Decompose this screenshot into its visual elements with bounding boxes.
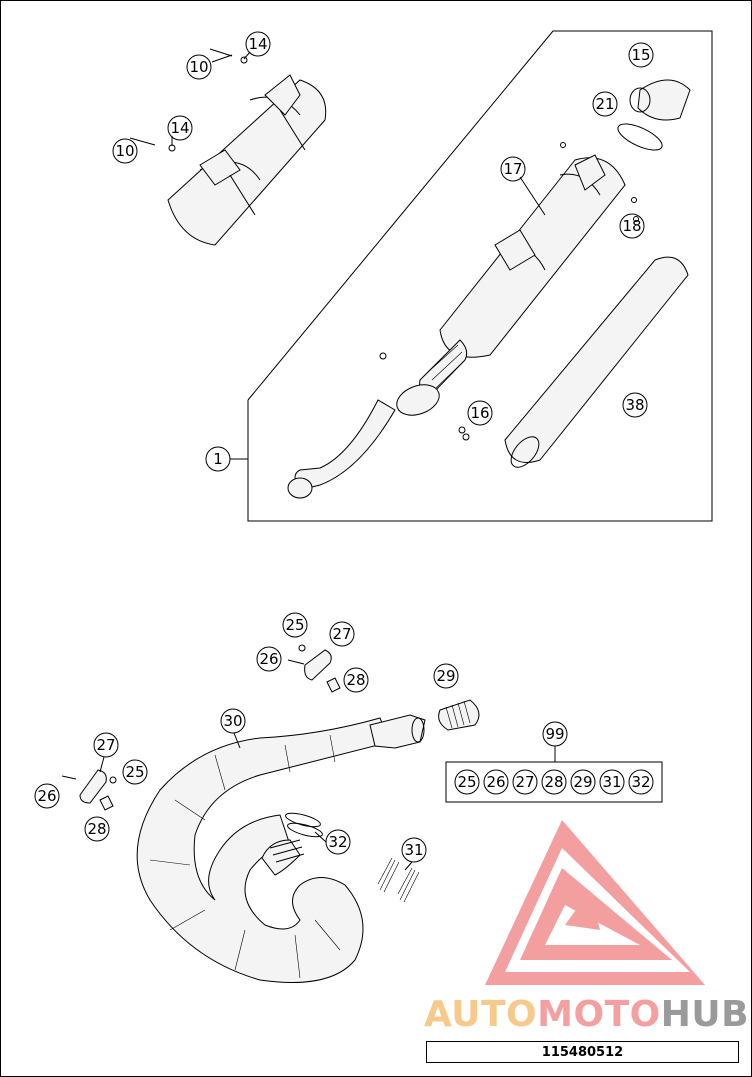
svg-text:25: 25 — [125, 763, 144, 781]
watermark-wordmark: AUTOMOTOHUB — [424, 994, 749, 1035]
callout-17: 17 — [500, 156, 546, 216]
svg-text:15: 15 — [631, 46, 650, 64]
svg-text:28: 28 — [87, 820, 106, 838]
svg-text:99: 99 — [545, 725, 564, 743]
callout-15: 15 — [628, 42, 654, 68]
kit-callout-29: 29 — [570, 769, 596, 795]
callout-26-top: 26 — [256, 646, 282, 672]
svg-text:10: 10 — [115, 142, 134, 160]
svg-text:31: 31 — [602, 773, 621, 791]
svg-text:14: 14 — [170, 119, 189, 137]
svg-text:14: 14 — [248, 35, 267, 53]
svg-text:18: 18 — [622, 217, 641, 235]
callout-18: 18 — [619, 213, 645, 239]
svg-text:26: 26 — [259, 650, 278, 668]
mount-bracket-top — [287, 644, 341, 693]
callout-28-left: 28 — [84, 816, 110, 842]
callout-10-top: 10 — [186, 54, 233, 80]
svg-text:21: 21 — [595, 95, 614, 113]
svg-text:28: 28 — [544, 773, 563, 791]
callout-14-top: 14 — [243, 31, 271, 60]
svg-text:10: 10 — [189, 58, 208, 76]
svg-text:1: 1 — [213, 450, 223, 468]
callout-99: 99 — [542, 721, 568, 747]
callout-27-top: 27 — [329, 621, 355, 647]
sleeve-29 — [438, 699, 480, 731]
svg-text:27: 27 — [515, 773, 534, 791]
svg-text:29: 29 — [436, 667, 455, 685]
svg-text:30: 30 — [223, 712, 242, 730]
callout-25-top: 25 — [282, 612, 308, 638]
callout-16: 16 — [467, 400, 493, 426]
svg-text:16: 16 — [470, 404, 489, 422]
callout-21: 21 — [592, 91, 618, 117]
svg-text:29: 29 — [573, 773, 592, 791]
mount-bracket-left — [61, 769, 117, 811]
svg-text:31: 31 — [404, 841, 423, 859]
callout-14-bottom: 14 — [167, 115, 193, 146]
callout-28-top: 28 — [343, 667, 369, 693]
callout-27-left: 27 — [93, 732, 119, 773]
callout-31: 31 — [401, 837, 427, 871]
watermark-logo — [485, 820, 705, 985]
kit-callout-26: 26 — [483, 769, 509, 795]
kit-callout-27: 27 — [512, 769, 538, 795]
callout-1: 1 — [205, 446, 248, 472]
callouts: 1 10 14 10 14 15 21 17 18 38 16 25 27 26… — [34, 31, 654, 871]
reference-number-box: 115480512 — [426, 1041, 739, 1063]
callout-38: 38 — [622, 392, 648, 418]
kit-callout-25: 25 — [454, 769, 480, 795]
svg-text:32: 32 — [328, 833, 347, 851]
kit-callout-32: 32 — [628, 769, 654, 795]
svg-text:27: 27 — [96, 736, 115, 754]
svg-text:38: 38 — [625, 396, 644, 414]
springs-31 — [377, 857, 420, 903]
callout-26-left: 26 — [34, 783, 60, 809]
svg-text:26: 26 — [486, 773, 505, 791]
o-rings-32 — [285, 812, 323, 838]
silencer-mount-inset — [129, 48, 327, 246]
callout-30: 30 — [220, 708, 246, 749]
svg-text:17: 17 — [503, 160, 522, 178]
callout-32: 32 — [314, 829, 351, 855]
kit-callout-31: 31 — [599, 769, 625, 795]
watermark-auto: AUTO — [424, 994, 538, 1035]
svg-text:28: 28 — [346, 671, 365, 689]
kit-box — [445, 746, 663, 803]
reference-number: 115480512 — [541, 1044, 624, 1060]
svg-text:27: 27 — [332, 625, 351, 643]
watermark-moto: MOTO — [537, 994, 661, 1035]
svg-text:25: 25 — [457, 773, 476, 791]
kit-callout-28: 28 — [541, 769, 567, 795]
svg-text:32: 32 — [631, 773, 650, 791]
svg-text:26: 26 — [37, 787, 56, 805]
exhaust-pipe-group — [136, 714, 426, 983]
watermark-hub: HUB — [660, 994, 750, 1035]
silencer-assembly-group — [247, 30, 713, 522]
callout-25-left: 25 — [122, 759, 148, 785]
callout-10-bottom: 10 — [112, 138, 138, 164]
callout-29: 29 — [433, 663, 459, 689]
svg-text:25: 25 — [285, 616, 304, 634]
